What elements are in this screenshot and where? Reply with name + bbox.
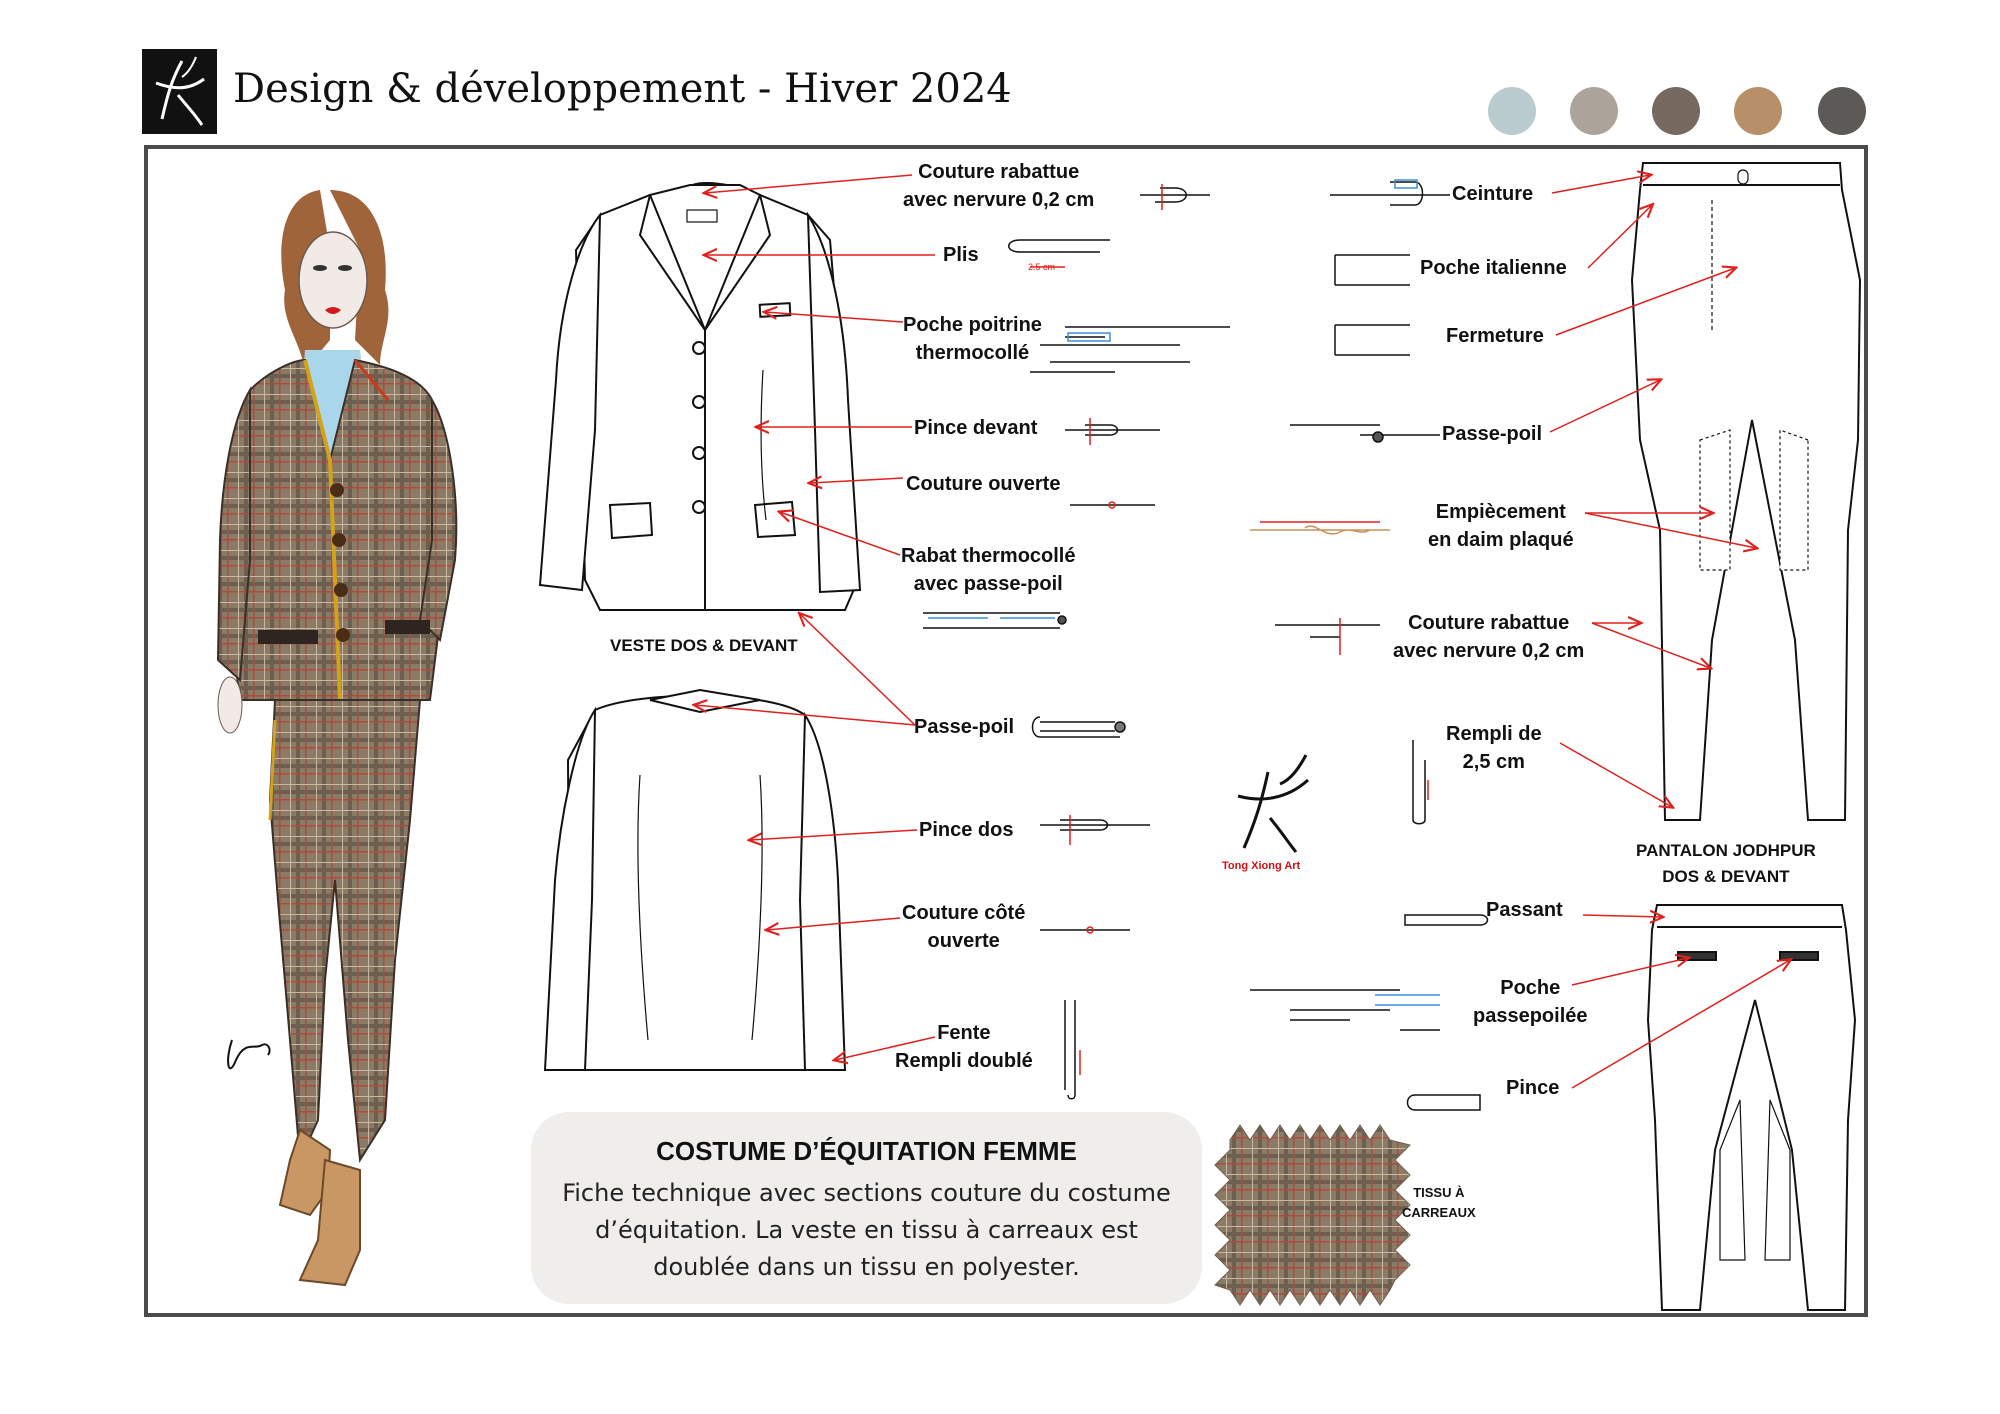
label-passe-poil-jacket: Passe-poil bbox=[914, 716, 1015, 738]
seam-diagrams-pants bbox=[1250, 179, 1489, 1111]
pants-front-flat bbox=[1630, 162, 1862, 821]
label-passant: Passant bbox=[1486, 899, 1563, 921]
label-pince-devant: Pince devant bbox=[914, 417, 1038, 439]
brand-mark bbox=[1237, 754, 1310, 853]
leader-lines bbox=[695, 175, 1790, 1089]
color-swatch bbox=[1488, 87, 1536, 135]
label-pince-dos: Pince dos bbox=[919, 819, 1014, 841]
pants-back-flat bbox=[1646, 904, 1857, 1311]
label-plis-measure: 2.5 cm bbox=[1028, 262, 1056, 272]
fabric-swatch bbox=[1214, 1124, 1411, 1306]
jacket-back-flat bbox=[543, 688, 847, 1071]
info-description: Fiche technique avec sections couture du… bbox=[562, 1179, 1171, 1281]
color-swatch bbox=[1570, 87, 1618, 135]
label-ceinture: Ceinture bbox=[1452, 183, 1534, 205]
info-box: COSTUME D’ÉQUITATION FEMME Fiche techniq… bbox=[531, 1112, 1202, 1304]
color-swatch bbox=[1818, 87, 1866, 135]
caption-jacket: VESTE DOS & DEVANT bbox=[610, 636, 798, 655]
info-title: COSTUME D’ÉQUITATION FEMME bbox=[656, 1136, 1077, 1166]
label-plis: Plis bbox=[943, 244, 979, 266]
color-palette bbox=[1488, 87, 1874, 135]
page-title: Design & développement - Hiver 2024 bbox=[233, 66, 1012, 112]
seam-diagrams-jacket bbox=[923, 184, 1230, 1100]
sheet-frame bbox=[144, 145, 1868, 1317]
color-swatch bbox=[1652, 87, 1700, 135]
label-fermeture: Fermeture bbox=[1446, 325, 1544, 347]
fashion-illustration bbox=[216, 190, 458, 1287]
color-swatch bbox=[1734, 87, 1782, 135]
label-passe-poil-pants: Passe-poil bbox=[1442, 423, 1543, 445]
label-couture-ouverte: Couture ouverte bbox=[906, 473, 1061, 495]
brand-signature: Tong Xiong Art bbox=[1222, 860, 1301, 872]
label-pince: Pince bbox=[1506, 1077, 1560, 1099]
brand-logo bbox=[142, 49, 217, 134]
jacket-front-flat bbox=[538, 182, 862, 611]
label-poche-italienne: Poche italienne bbox=[1420, 257, 1567, 279]
